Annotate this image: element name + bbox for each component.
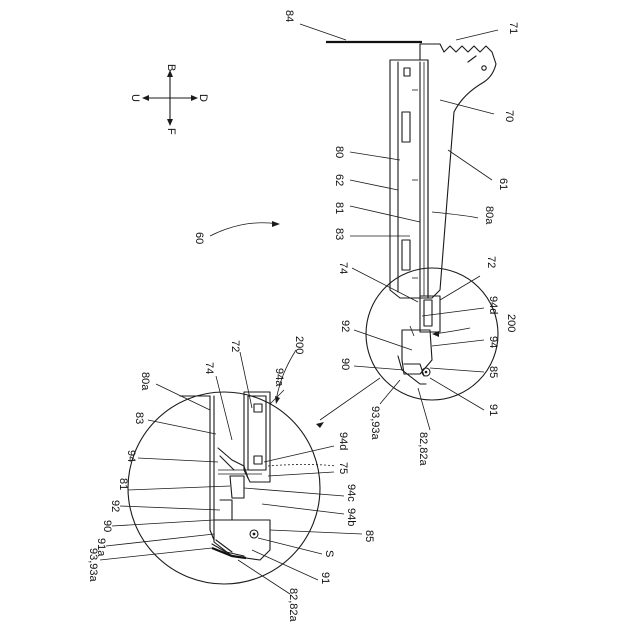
label-81-detail: 81 bbox=[117, 478, 129, 490]
direction-u: U bbox=[129, 94, 141, 102]
label-90-detail: 90 bbox=[101, 520, 113, 532]
label-80-top: 80 bbox=[333, 146, 345, 158]
rail-80 bbox=[390, 60, 428, 298]
label-94c-detail: 94c bbox=[345, 484, 357, 502]
label-71: 71 bbox=[507, 22, 519, 34]
label-94d-top: 94d bbox=[487, 296, 499, 314]
label-75-detail: 75 bbox=[337, 462, 349, 474]
label-80a-detail: 80a bbox=[139, 372, 151, 391]
label-81-top: 81 bbox=[333, 202, 345, 214]
label-93-93a-top: 93,93a bbox=[369, 406, 381, 441]
label-91-top: 91 bbox=[487, 404, 499, 416]
label-s-detail: S bbox=[323, 550, 335, 557]
label-74-detail: 74 bbox=[203, 362, 215, 374]
label-80a-top: 80a bbox=[483, 206, 495, 225]
direction-d: D bbox=[197, 94, 209, 102]
label-83-detail: 83 bbox=[133, 412, 145, 424]
label-85-top: 85 bbox=[487, 366, 499, 378]
label-200-detail: 200 bbox=[293, 336, 305, 354]
label-72-top: 72 bbox=[485, 256, 497, 268]
label-94b-detail: 94b bbox=[345, 508, 357, 526]
label-83-top: 83 bbox=[333, 228, 345, 240]
label-200-top: 200 bbox=[505, 314, 517, 332]
label-72-detail: 72 bbox=[229, 340, 241, 352]
direction-f: F bbox=[165, 128, 177, 135]
label-94d-detail: 94d bbox=[337, 432, 349, 450]
label-82-82a-detail: 82,82a bbox=[287, 588, 299, 623]
detail-circle-large bbox=[128, 392, 320, 584]
label-85-detail: 85 bbox=[363, 530, 375, 542]
label-92-detail: 92 bbox=[109, 500, 121, 512]
label-60: 60 bbox=[193, 232, 205, 244]
reference-labels: 84 71 70 61 80 62 81 80a 83 74 72 94d 92… bbox=[87, 10, 519, 623]
label-61: 61 bbox=[497, 178, 509, 190]
main-assembly bbox=[210, 24, 498, 430]
label-82-82a-top: 82,82a bbox=[417, 432, 429, 467]
label-62: 62 bbox=[333, 174, 345, 186]
label-94a-detail: 94a bbox=[273, 368, 285, 387]
label-70: 70 bbox=[503, 110, 515, 122]
label-94-detail: 94 bbox=[125, 450, 137, 462]
label-84: 84 bbox=[283, 10, 295, 22]
direction-b: B bbox=[165, 64, 177, 71]
label-93-93a-detail: 93,93a bbox=[87, 548, 99, 583]
label-91-detail: 91 bbox=[319, 572, 331, 584]
label-90-top: 90 bbox=[339, 358, 351, 370]
label-74-top: 74 bbox=[337, 262, 349, 274]
direction-indicator: B F U D bbox=[129, 64, 209, 135]
latch-200-top bbox=[398, 296, 440, 384]
label-92-top: 92 bbox=[339, 320, 351, 332]
label-94-top: 94 bbox=[487, 336, 499, 348]
bracket-70 bbox=[420, 44, 496, 298]
